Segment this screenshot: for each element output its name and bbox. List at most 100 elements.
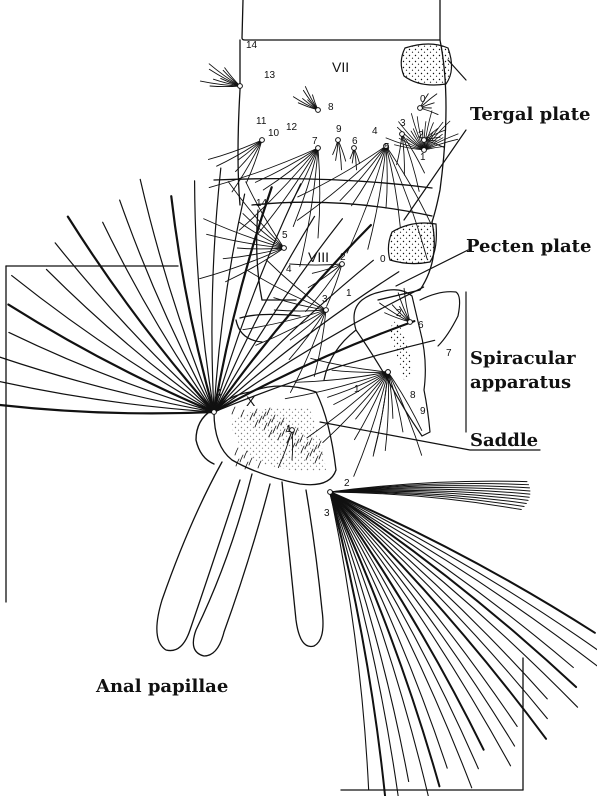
seta-branch [329, 491, 516, 747]
segment-label-vii: VII [332, 59, 349, 75]
seta-tuft [236, 247, 285, 250]
saddle-spicule [240, 409, 245, 418]
seta-number: 2 [344, 478, 350, 489]
seta-number: 6 [352, 136, 358, 147]
seta-tuft [385, 145, 388, 209]
seta-tuft [296, 145, 387, 221]
seta-branch [329, 491, 596, 634]
label-pecten-plate: Pecten plate [466, 236, 591, 257]
seta-tuft [326, 263, 343, 307]
label-tergal-plate: Tergal plate [470, 104, 590, 125]
seta-socket [399, 131, 405, 137]
seta-branch [329, 491, 485, 751]
seta-tuft [310, 357, 389, 373]
seta-branch [329, 491, 441, 788]
saddle-spicule [304, 441, 309, 450]
label-saddle: Saddle [470, 430, 538, 451]
seta-branch [329, 491, 410, 783]
seta-branch [329, 491, 597, 651]
seta-branch [139, 178, 215, 413]
label-spiracular-line1: Spiracular [470, 348, 576, 369]
seta-tuft [355, 371, 389, 420]
seta-number: 10 [268, 128, 280, 139]
seta-branch [213, 183, 302, 413]
seta-number: 3 [324, 508, 330, 519]
seta-tuft [354, 371, 389, 441]
seta-socket [339, 261, 345, 267]
seta-number: 1 [420, 152, 426, 163]
saddle-spicule [286, 435, 291, 444]
seta-branch [329, 491, 429, 796]
seta-tuft [379, 302, 411, 323]
saddle-spicule [271, 414, 276, 423]
saddle-spicule [313, 444, 318, 453]
seta-tuft [333, 371, 389, 405]
saddle-spicule [291, 442, 296, 451]
saddle-spicule [257, 460, 262, 469]
seta-branch [7, 303, 216, 414]
seta-number: 11 [256, 116, 267, 127]
seta-branch [211, 167, 222, 413]
anal-papillae-shapes [156, 461, 324, 657]
seta-number: 8 [410, 390, 416, 401]
seta-socket [327, 489, 333, 495]
seta-number: 9 [420, 406, 426, 417]
seta-branch [11, 274, 215, 413]
saddle-spicule [231, 406, 236, 415]
saddle-spicule [258, 415, 263, 424]
seta-branch [119, 199, 215, 413]
saddle-spicule [244, 461, 249, 470]
seta-tuft [288, 309, 327, 360]
seta-branch [213, 339, 436, 413]
seta-tuft [322, 371, 389, 444]
saddle-spicule [305, 452, 310, 461]
saddle-spicule [234, 447, 239, 456]
saddle-spicule [276, 421, 281, 430]
seta-tuft [367, 145, 387, 250]
seta-tuft [423, 133, 459, 151]
seta-branch [329, 491, 518, 728]
saddle-spicule [295, 438, 300, 447]
seta-tuft [423, 120, 451, 151]
seta-branch [213, 218, 343, 413]
seta-number: 1 [346, 288, 352, 299]
seta-branch [0, 380, 215, 413]
saddle-spicule [308, 437, 313, 446]
seta-tuft [227, 181, 285, 249]
seta-branch [329, 491, 399, 796]
seta-tuft [292, 147, 319, 227]
seta-branch [329, 491, 512, 767]
segment-label-viii: VIII [308, 249, 329, 265]
seta-tuft [401, 133, 405, 176]
saddle-spicule [318, 451, 323, 460]
seta-tuft [231, 139, 263, 193]
seta-number: 2 [340, 252, 346, 263]
setae-tufts [199, 63, 459, 477]
seta-number: 2 [396, 308, 402, 319]
seta-branch [212, 320, 416, 414]
seta-tuft [385, 145, 432, 225]
seta-number: 4 [372, 126, 378, 137]
seta-branch [329, 491, 548, 740]
seta-tuft [297, 145, 387, 198]
saddle-spicule [243, 450, 248, 459]
seta-number: 1 [354, 384, 360, 395]
seta-branch [329, 491, 578, 689]
seta-branch [329, 491, 387, 796]
seta-number: 14 [246, 40, 258, 51]
seta-branch [66, 215, 216, 414]
seta-tuft [235, 139, 263, 172]
seta-tuft [238, 221, 285, 249]
seta-number: 4 [216, 388, 222, 399]
seta-socket [417, 105, 423, 111]
seta-branch [329, 491, 548, 720]
saddle-spicule [277, 432, 282, 441]
seta-tuft [273, 309, 327, 312]
spiracular-stipple [388, 320, 412, 380]
seta-tuft [423, 110, 433, 151]
seta-branch [329, 491, 448, 769]
seta-branch [193, 180, 215, 413]
seta-socket [289, 427, 295, 433]
label-anal-papillae: Anal papillae [95, 676, 228, 697]
seta-tuft [387, 371, 423, 431]
